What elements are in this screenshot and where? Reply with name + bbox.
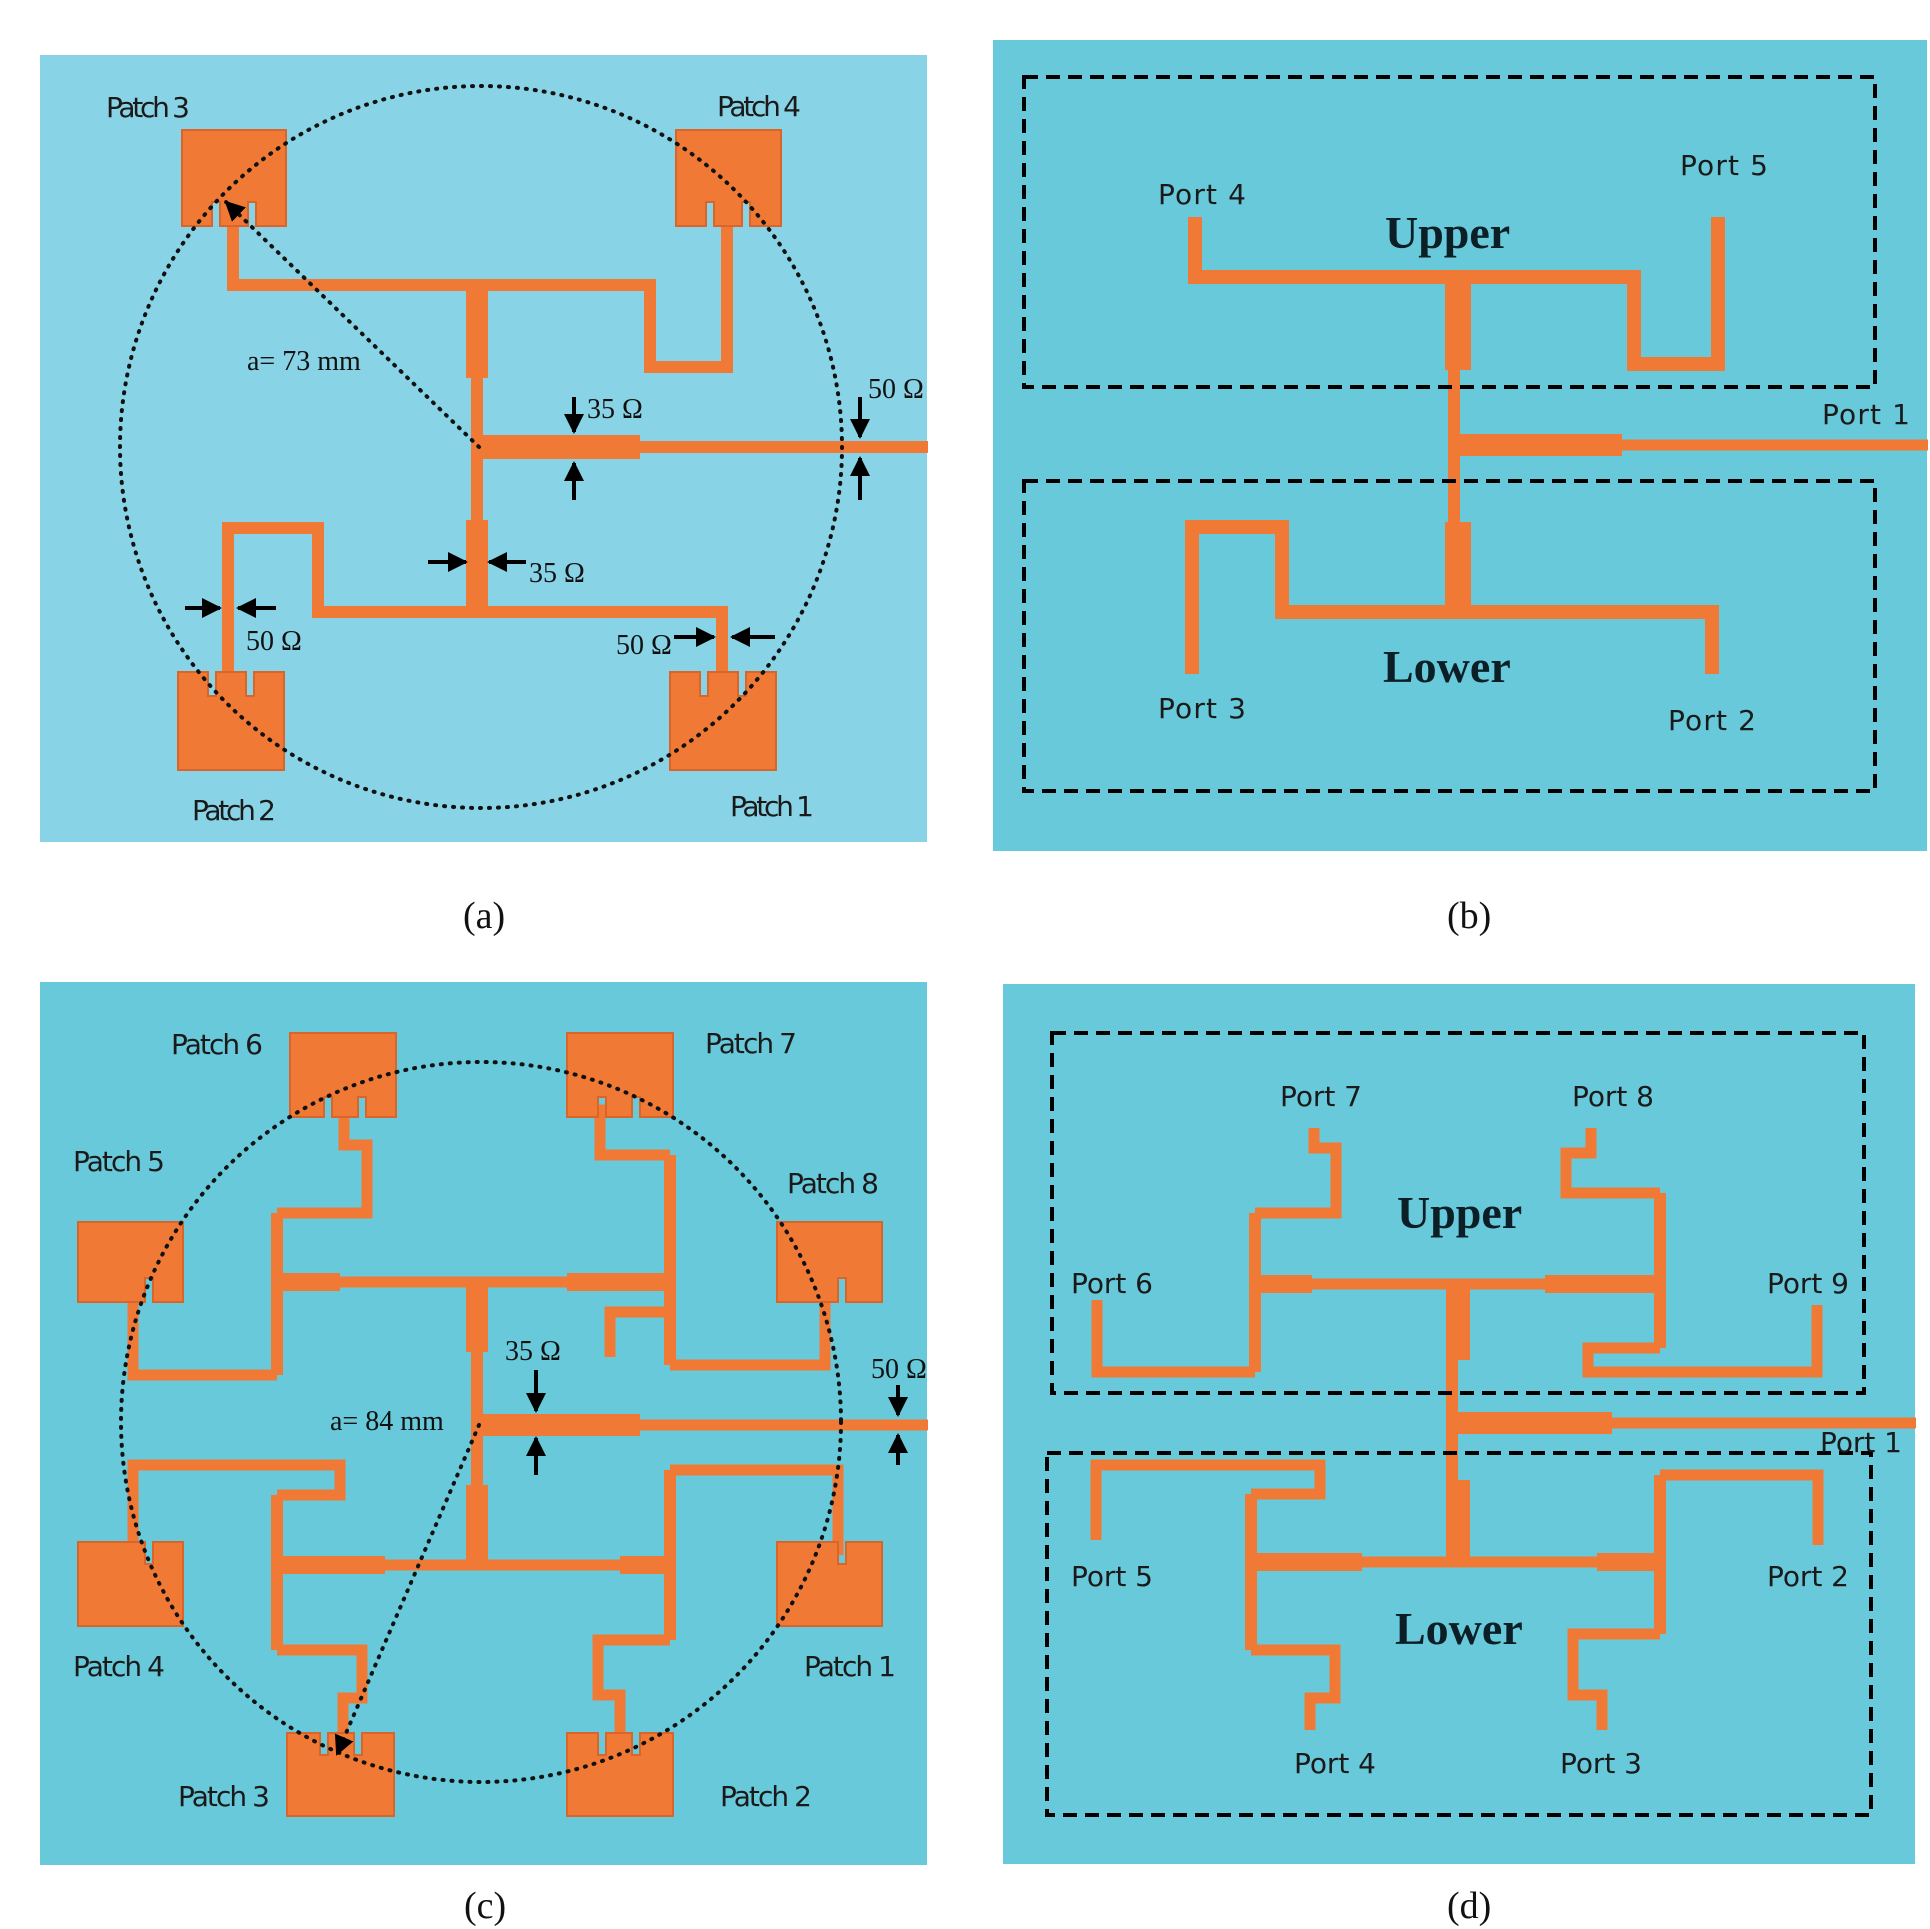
patch-5-label: Patch 5: [73, 1145, 165, 1178]
port-3-label-d: Port 3: [1560, 1747, 1642, 1780]
port-4-label-d: Port 4: [1294, 1747, 1376, 1780]
port-6-label-d: Port 6: [1071, 1267, 1153, 1300]
patch-6-label: Patch 6: [171, 1028, 263, 1061]
port-1-label-b: Port 1: [1822, 398, 1910, 431]
port-8-label-d: Port 8: [1572, 1080, 1654, 1113]
patch-4-label: Patch 4: [73, 1650, 165, 1683]
panel-d: Upper Lower Port 7 Port 8 Port 6 Port 9 …: [1003, 984, 1916, 1927]
array-circle-a: [118, 84, 844, 810]
port-5-label-d: Port 5: [1071, 1560, 1153, 1593]
impedance-50-left: 50 Ω: [246, 626, 302, 657]
caption-b: (b): [1447, 895, 1491, 937]
lower-label-b: Lower: [1383, 641, 1511, 692]
port-7-label-d: Port 7: [1280, 1080, 1362, 1113]
patch-1: [776, 1541, 883, 1627]
caption-d: (d): [1447, 1885, 1491, 1927]
panel-c: Patch 6 Patch 7 Patch 5 Patch 8 Patch 4 …: [40, 982, 928, 1927]
port-5-label-b: Port 5: [1680, 149, 1768, 182]
lower-region-box-d: [1045, 1451, 1873, 1817]
patch-7-label: Patch 7: [705, 1027, 797, 1060]
port-3-label-b: Port 3: [1158, 692, 1246, 725]
patch-5: [77, 1221, 184, 1303]
radius-arrow-c: [334, 1423, 481, 1756]
caption-c: (c): [464, 1885, 506, 1927]
port-4-label-b: Port 4: [1158, 178, 1246, 211]
radius-label-c: a= 84 mm: [330, 1406, 444, 1437]
radius-label-a: a= 73 mm: [247, 346, 361, 377]
panel-b: Upper Lower Port 4 Port 5 Port 1 Port 3 …: [993, 40, 1928, 937]
patch-2-label: Patch 2: [720, 1780, 812, 1813]
patch-4: [675, 129, 782, 227]
patch-2: [177, 671, 285, 771]
impedance-50-c: 50 Ω: [871, 1354, 927, 1385]
upper-label-b: Upper: [1385, 207, 1510, 258]
impedance-50-feed: 50 Ω: [868, 374, 924, 405]
port-9-label-d: Port 9: [1767, 1267, 1849, 1300]
impedance-50-right: 50 Ω: [616, 630, 672, 661]
array-circle-c: [119, 1060, 843, 1784]
patch-3: [286, 1732, 395, 1817]
upper-label-d: Upper: [1397, 1187, 1522, 1238]
patch-3: [181, 129, 287, 227]
upper-region-box: [1022, 75, 1877, 389]
patch-7: [566, 1032, 674, 1118]
patch-3-label: Patch 3: [106, 91, 190, 124]
patch-2-label: Patch 2: [192, 794, 276, 827]
impedance-35-vertical: 35 Ω: [529, 558, 585, 589]
impedance-35-c: 35 Ω: [505, 1336, 561, 1367]
feed-network-b: [1185, 217, 1928, 674]
dimension-arrows-c: [526, 1370, 908, 1475]
feed-network-d: [1090, 1128, 1916, 1730]
lower-region-box: [1022, 479, 1877, 793]
patch-6: [289, 1032, 397, 1118]
panel-a: Patch 3 Patch 4 Patch 2 Patch 1 a= 73 mm…: [40, 55, 928, 937]
patch-8: [776, 1221, 883, 1303]
patch-1-label: Patch 1: [804, 1650, 896, 1683]
patch-4: [77, 1541, 184, 1627]
caption-a: (a): [463, 895, 505, 937]
patch-2: [566, 1732, 674, 1817]
patch-3-label: Patch 3: [178, 1780, 270, 1813]
dimension-arrows-a: [185, 397, 870, 647]
port-2-label-b: Port 2: [1668, 704, 1756, 737]
patches-a: [177, 129, 782, 771]
port-1-label-d: Port 1: [1820, 1426, 1902, 1459]
feed-network-c: [127, 1095, 928, 1735]
lower-label-d: Lower: [1395, 1603, 1523, 1654]
upper-region-box-d: [1050, 1031, 1866, 1395]
patch-1-label: Patch 1: [730, 790, 814, 823]
patch-8-label: Patch 8: [787, 1167, 879, 1200]
port-2-label-d: Port 2: [1767, 1560, 1849, 1593]
patch-4-label: Patch 4: [717, 90, 801, 123]
impedance-35-main: 35 Ω: [587, 394, 643, 425]
patch-1: [669, 671, 777, 771]
